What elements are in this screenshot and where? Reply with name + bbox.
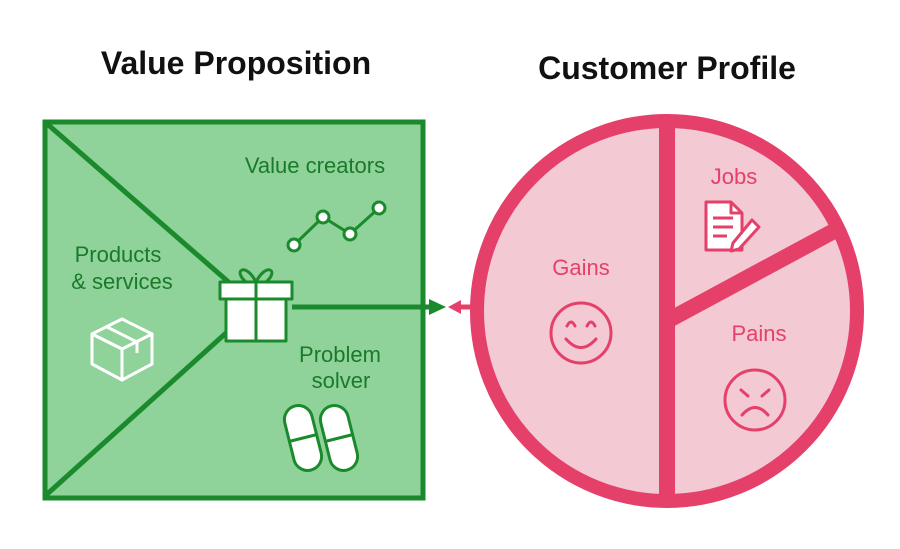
products-services-label-line1: Products [75,242,162,267]
package-box-icon [90,317,154,382]
fit-connector [292,299,472,315]
jobs-label: Jobs [711,164,757,189]
customer-profile-title: Customer Profile [538,50,796,86]
problem-solver-label-line2: solver [312,368,371,393]
document-pen-icon [704,200,761,253]
products-services-label-line2: & services [71,269,172,294]
customer-profile-circle [470,114,864,508]
pink-arrowhead-icon [448,300,461,314]
pains-label: Pains [731,321,786,346]
line-chart-icon [286,200,387,253]
green-arrowhead-icon [429,299,446,315]
value-proposition-title: Value Proposition [101,45,371,81]
gift-icon [218,268,294,343]
gains-label: Gains [552,255,609,280]
pills-icon [282,404,360,472]
smiley-face-icon [549,301,613,365]
value-creators-label: Value creators [245,153,385,178]
sad-face-icon [723,368,787,432]
problem-solver-label-line1: Problem [299,342,381,367]
